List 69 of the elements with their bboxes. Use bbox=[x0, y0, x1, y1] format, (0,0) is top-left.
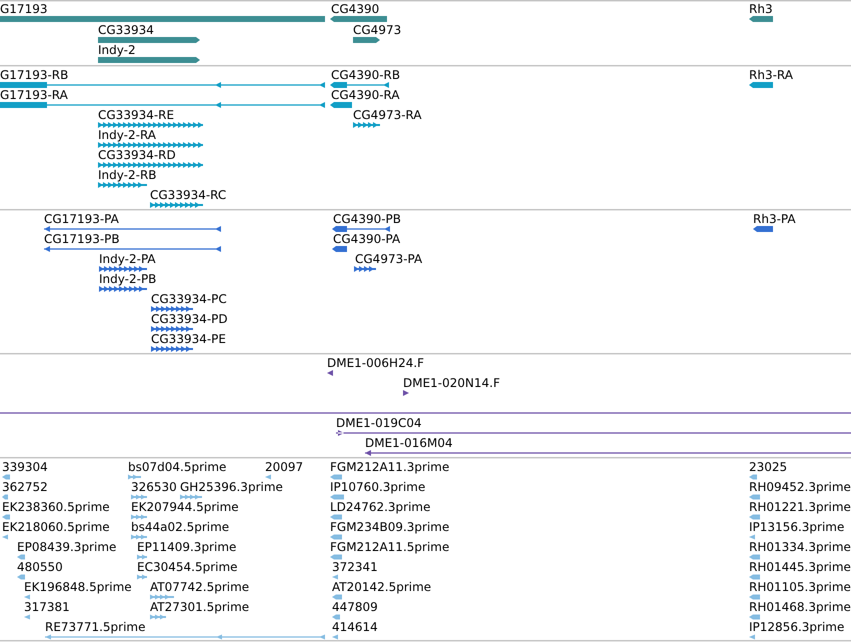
feature-label: Indy-2-PB bbox=[99, 272, 156, 286]
feature-label: AT27301.5prime bbox=[150, 600, 250, 614]
feature-label: EK196848.5prime bbox=[24, 580, 132, 594]
feature-label: CG33934-PD bbox=[151, 312, 228, 326]
feature-label: 372341 bbox=[332, 560, 378, 574]
feature-label: CG4973 bbox=[353, 23, 402, 37]
feature-label: EP11409.3prime bbox=[137, 540, 236, 554]
feature-label: G17193-RB bbox=[0, 68, 68, 82]
feature-label: RH01468.3prime bbox=[749, 600, 851, 614]
feature-label: 447809 bbox=[332, 600, 378, 614]
feature-label: DME1-019C04 bbox=[336, 416, 422, 430]
feature-label: AT20142.5prime bbox=[332, 580, 432, 594]
feature-label: 317381 bbox=[24, 600, 70, 614]
feature-label: RH01334.3prime bbox=[749, 540, 851, 554]
feature-label: CG33934-RD bbox=[98, 148, 176, 162]
feature-label: 480550 bbox=[17, 560, 63, 574]
feature-label: 339304 bbox=[2, 460, 48, 474]
feature-label: CG4390-RA bbox=[331, 88, 400, 102]
feature-label: Rh3-RA bbox=[749, 68, 793, 82]
feature-label: RE73771.5prime bbox=[45, 620, 146, 634]
feature-label: CG33934-RE bbox=[98, 108, 174, 122]
feature-label: Indy-2-RA bbox=[98, 128, 156, 142]
feature-label: CG4973-RA bbox=[353, 108, 422, 122]
feature-label: CG17193-PA bbox=[44, 212, 119, 226]
feature-label: IP12856.3prime bbox=[749, 620, 844, 634]
feature-label: DME1-016M04 bbox=[365, 436, 453, 450]
feature-label: CG17193-PB bbox=[44, 232, 120, 246]
feature-label: CG4390-PB bbox=[333, 212, 402, 226]
feature-label: Indy-2-RB bbox=[98, 168, 157, 182]
feature-label: DME1-006H24.F bbox=[327, 356, 424, 370]
feature-label: G17193-RA bbox=[0, 88, 68, 102]
feature-label: CG4390-RB bbox=[331, 68, 400, 82]
feature-label: CG4390 bbox=[331, 2, 380, 16]
feature-label: GH25396.3prime bbox=[180, 480, 283, 494]
feature-label: EC30454.5prime bbox=[137, 560, 238, 574]
feature-label: G17193 bbox=[0, 2, 48, 16]
feature-label: EP08439.3prime bbox=[17, 540, 116, 554]
feature-label: RH01221.3prime bbox=[749, 500, 851, 514]
feature-label: bs44a02.5prime bbox=[131, 520, 230, 534]
feature-label: 414614 bbox=[332, 620, 378, 634]
feature-label: LD24762.3prime bbox=[330, 500, 431, 514]
feature-label: 326530 bbox=[131, 480, 177, 494]
feature-label: 20097 bbox=[265, 460, 304, 474]
feature-label: RH09452.3prime bbox=[749, 480, 851, 494]
feature-label: CG33934-RC bbox=[150, 188, 226, 202]
feature-label: AT07742.5prime bbox=[150, 580, 250, 594]
feature-label: 23025 bbox=[749, 460, 788, 474]
feature-label: DME1-020N14.F bbox=[403, 376, 500, 390]
feature-label: IP13156.3prime bbox=[749, 520, 844, 534]
feature-label: EK238360.5prime bbox=[2, 500, 110, 514]
feature-label: FGM212A11.3prime bbox=[330, 460, 450, 474]
feature-label: bs07d04.5prime bbox=[128, 460, 226, 474]
feature-label: EK207944.5prime bbox=[131, 500, 239, 514]
feature-label: CG4390-PA bbox=[333, 232, 400, 246]
feature-label: EK218060.5prime bbox=[2, 520, 110, 534]
feature-label: FGM212A11.5prime bbox=[330, 540, 450, 554]
feature-label: IP10760.3prime bbox=[330, 480, 426, 494]
feature-label: Rh3 bbox=[749, 2, 773, 16]
feature-label: Indy-2 bbox=[98, 43, 136, 57]
feature-label: CG33934 bbox=[98, 23, 154, 37]
feature-label: CG33934-PC bbox=[151, 292, 227, 306]
feature-label: 362752 bbox=[2, 480, 48, 494]
feature-label: RH01105.3prime bbox=[749, 580, 851, 594]
feature-label: RH01445.3prime bbox=[749, 560, 851, 574]
feature-label: FGM234B09.3prime bbox=[330, 520, 450, 534]
feature-label: Rh3-PA bbox=[753, 212, 796, 226]
feature-label: Indy-2-PA bbox=[99, 252, 156, 266]
feature-label: CG33934-PE bbox=[151, 332, 226, 346]
feature-label: CG4973-PA bbox=[355, 252, 422, 266]
